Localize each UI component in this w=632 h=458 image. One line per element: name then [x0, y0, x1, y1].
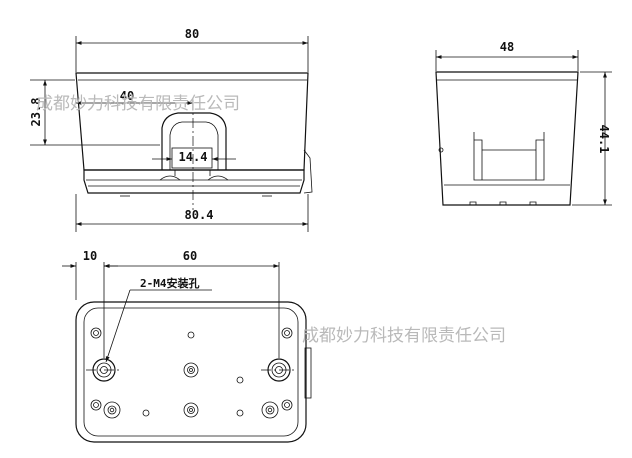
dim-center: 40	[120, 89, 134, 103]
side-view: 48 44.1	[435, 40, 612, 206]
boss	[183, 362, 199, 378]
dim-slot: 14.4	[179, 150, 208, 164]
boss	[183, 402, 199, 418]
watermark-top: 成都妙力科技有限责任公司	[36, 94, 240, 114]
front-view-slot-clip	[159, 170, 229, 181]
leader-arrow	[105, 289, 131, 363]
boss	[261, 401, 279, 419]
front-view-base	[83, 169, 305, 194]
small-hole	[187, 331, 195, 339]
side-dim-width: 48	[500, 40, 514, 54]
front-view-side-step	[303, 149, 313, 194]
bottom-view: 10 60 2-M4安装孔	[62, 249, 312, 443]
corner-screw	[90, 399, 102, 411]
small-hole	[236, 376, 244, 384]
watermark-bottom: 成都妙力科技有限责任公司	[302, 326, 506, 346]
side-view-screw	[438, 147, 444, 153]
bottom-view-outline	[75, 301, 307, 443]
dim-height: 23.8	[29, 98, 43, 127]
dim-width-bottom: 80.4	[185, 208, 214, 222]
bottom-view-tab	[304, 347, 312, 399]
side-view-body	[435, 71, 579, 206]
dim-width-top: 80	[185, 27, 199, 41]
bottom-view-inner	[83, 307, 299, 437]
front-view-slot-inner	[169, 121, 219, 170]
hole-label: 2-M4安装孔	[140, 276, 200, 290]
corner-screw	[281, 399, 293, 411]
front-view-slot	[161, 112, 227, 170]
bottom-dim-spacing: 60	[183, 249, 197, 263]
side-dim-height: 44.1	[597, 125, 611, 154]
small-hole	[142, 409, 150, 417]
small-hole	[236, 409, 244, 417]
side-view-feet	[469, 201, 537, 205]
corner-screw	[90, 327, 102, 339]
front-view: 80 40 23.8 14.4 80.4	[29, 27, 313, 232]
side-view-inner-step	[474, 139, 544, 180]
corner-screw	[281, 327, 293, 339]
boss	[103, 401, 121, 419]
side-view-inner	[473, 132, 545, 181]
bottom-dim-offset: 10	[83, 249, 97, 263]
